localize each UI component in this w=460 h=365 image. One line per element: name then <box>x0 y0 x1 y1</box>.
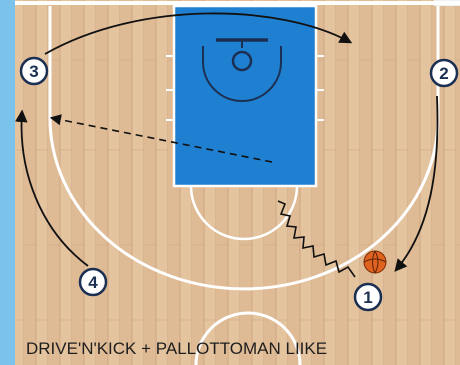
paint-key <box>172 4 318 188</box>
rim <box>231 50 253 72</box>
player-4: 4 <box>78 267 108 297</box>
free-throw-arc <box>189 185 299 241</box>
three-point-line <box>48 6 440 291</box>
player-1: 1 <box>353 282 383 312</box>
ball-icon <box>363 250 387 274</box>
svg-text:4: 4 <box>88 273 98 292</box>
dribble-drive <box>277 200 356 278</box>
player-2: 2 <box>429 58 459 88</box>
cut-arrow-4 <box>15 109 89 267</box>
svg-text:1: 1 <box>363 288 372 307</box>
lane-marks <box>166 55 324 121</box>
court-border <box>0 0 15 365</box>
restricted-arc <box>202 46 282 102</box>
player-3: 3 <box>19 56 49 86</box>
cut-arrow-2 <box>394 95 439 272</box>
center-circle <box>194 311 302 365</box>
pass-arrow <box>49 114 273 163</box>
cut-arrow-3 <box>44 12 353 55</box>
diagram-caption: DRIVE'N'KICK + PALLOTTOMAN LIIKE <box>26 339 328 358</box>
svg-text:2: 2 <box>439 64 448 83</box>
svg-text:3: 3 <box>29 62 38 81</box>
